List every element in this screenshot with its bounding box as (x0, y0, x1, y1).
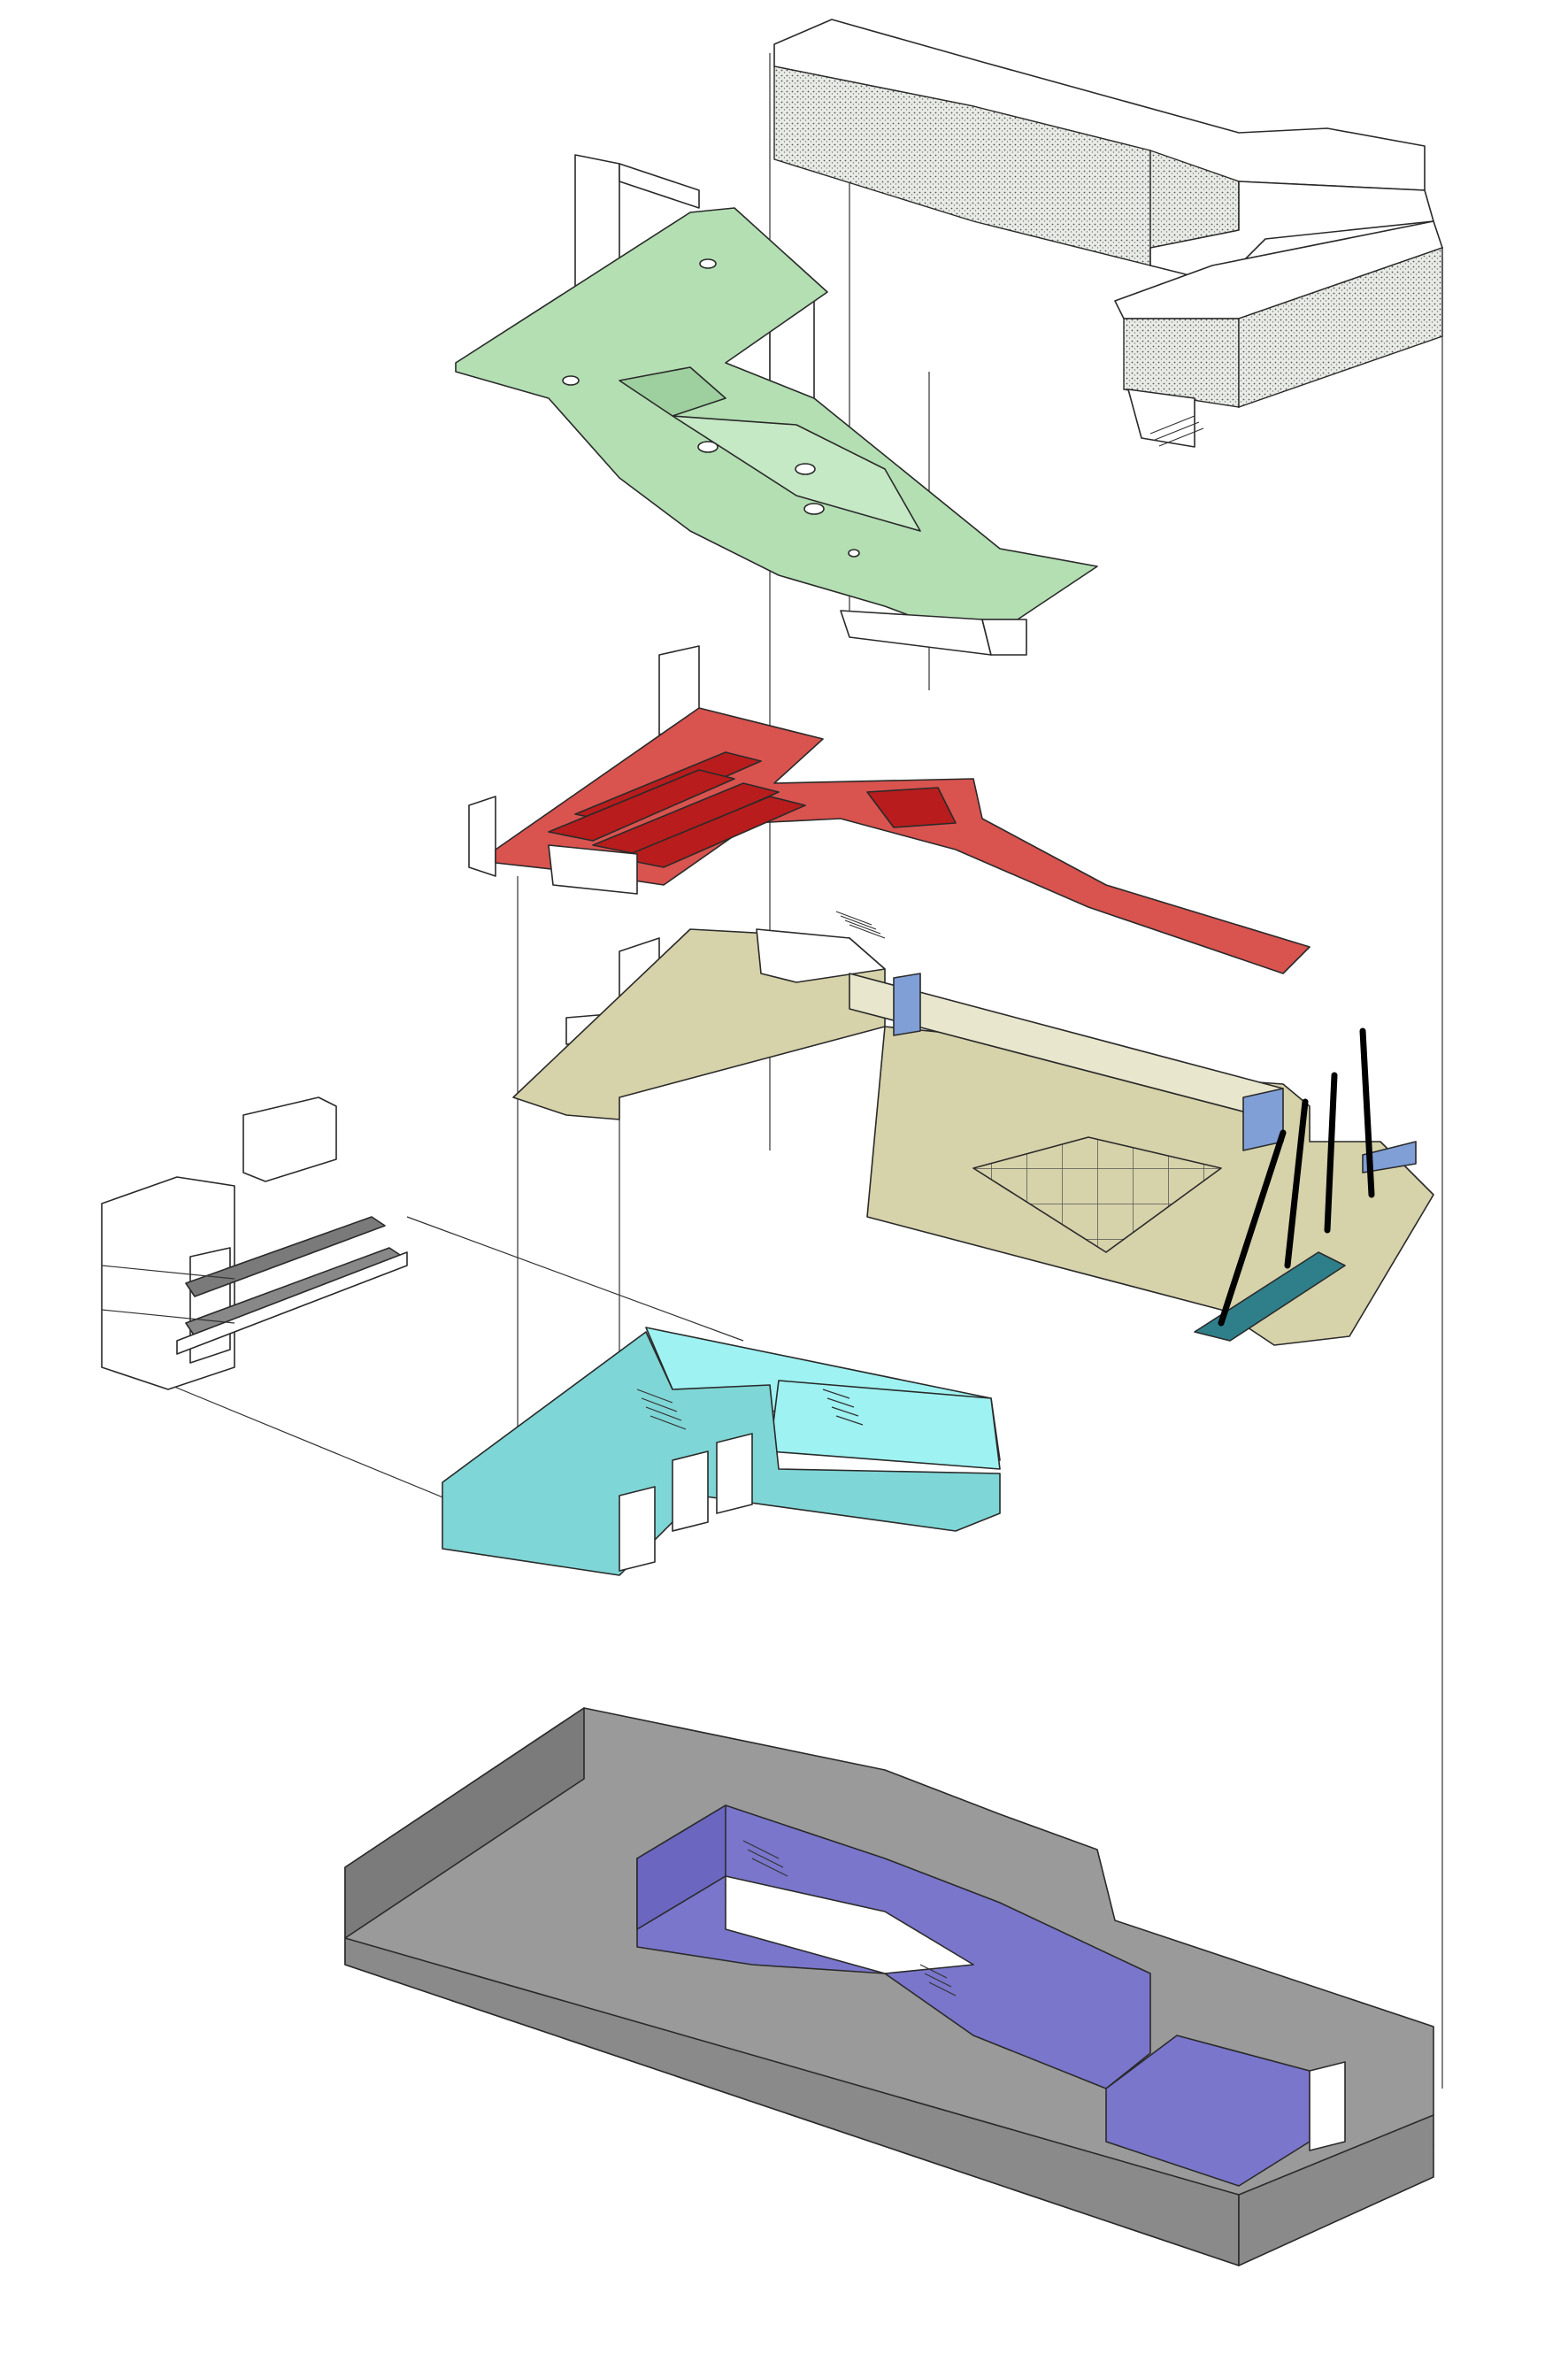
stair-icon (835, 911, 886, 939)
cyan-layer (442, 1327, 1001, 1576)
stair-icon (1149, 415, 1204, 447)
green-roof-layer (455, 154, 1098, 656)
red-layer (468, 645, 1311, 974)
skylight-icon (562, 258, 860, 558)
roof-canopy-layer (773, 19, 1443, 448)
stair-icon (742, 1840, 957, 1997)
tree-trunk-icon (1218, 1027, 1375, 1327)
ground-layer (512, 911, 1434, 1346)
red-voids (548, 751, 957, 868)
stair-icon (636, 1389, 864, 1430)
lower-enclosure-layer (344, 1707, 1434, 2266)
side-volume-layer (101, 1096, 408, 1390)
